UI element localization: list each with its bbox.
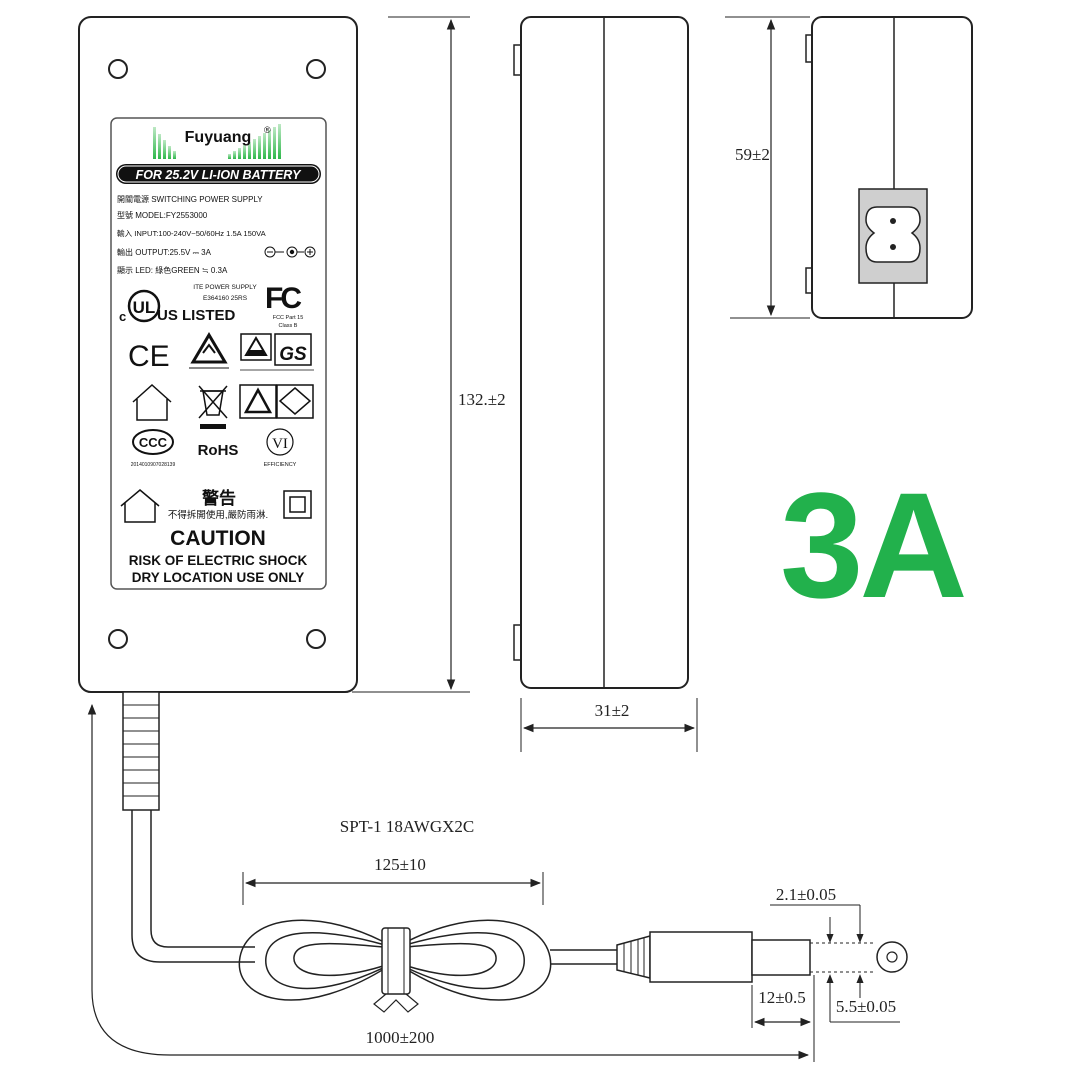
barrel-end-icon: [876, 941, 908, 973]
spec-line-type: 開關電源 SWITCHING POWER SUPPLY: [117, 195, 263, 204]
warning-house-icon: [120, 489, 160, 523]
spec-line-input: 輸入 INPUT:100-240V~50/60Hz 1.5A 150VA: [117, 228, 267, 238]
screw-hole-icon: [108, 59, 128, 79]
adapter-front-view: Fuyuang ® FOR 25.2V LI-ION BATTERY 開關電源 …: [78, 16, 358, 693]
coil-label: 125±10: [374, 855, 426, 874]
ccc-icon: [132, 429, 174, 455]
brand-mark: ®: [264, 125, 271, 135]
brand-name: Fuyuang: [185, 129, 252, 146]
safety-triangle-icon: [240, 333, 272, 361]
vi-mark: VI: [272, 436, 288, 452]
coil-dimension: 125±10: [242, 855, 544, 905]
adapter-end-view: [805, 16, 973, 319]
height-label: 59±2: [735, 145, 770, 164]
adapter-side-view: [513, 16, 689, 689]
ul-icon: [127, 289, 161, 323]
psc-diamond-icon: [276, 384, 314, 419]
spec-line-output: 輸出 OUTPUT:25.5V ⎓ 3A: [117, 247, 212, 257]
approval-triangle-icon: [239, 384, 277, 419]
dc-cable: [122, 691, 908, 1013]
cable-length-label: 1000±200: [366, 1028, 435, 1047]
fcc-mark: FC: [265, 282, 301, 315]
spec-line-model: 型號 MODEL:FY2553000: [117, 210, 208, 220]
screw-hole-icon: [108, 629, 128, 649]
product-label: Fuyuang ® FOR 25.2V LI-ION BATTERY 開關電源 …: [110, 117, 327, 590]
indoor-use-icon: [132, 383, 172, 421]
spec-line-led: 顯示 LED: 綠色GREEN ≒ 0.3A: [117, 265, 228, 275]
pin-dimension: 2.1±0.05: [770, 885, 864, 943]
caution-heading: CAUTION: [170, 527, 266, 550]
ac-inlet-icon: [858, 188, 928, 284]
double-insulation-icon: [283, 490, 312, 519]
plug-length-dimension: 12±0.5: [751, 985, 812, 1028]
rohs-mark: RoHS: [198, 442, 239, 459]
length-dimension: 132.±2: [352, 16, 506, 693]
height-dimension: 59±2: [725, 16, 810, 319]
fcc-part: FCC Part 15: [273, 315, 304, 321]
cable-type-label: SPT-1 18AWGX2C: [340, 817, 475, 836]
gs-mark: GS: [279, 344, 307, 365]
warning-title: 警告: [201, 488, 236, 508]
ul-c-mark: c: [119, 309, 126, 324]
plug-length-label: 12±0.5: [758, 988, 806, 1007]
efficiency-icon: [266, 428, 294, 456]
ul-listed: US LISTED: [157, 307, 236, 324]
cable-length-dimension: 1000±200: [87, 703, 815, 1062]
screw-hole-icon: [306, 629, 326, 649]
ite-line-1: ITE POWER SUPPLY: [193, 284, 257, 291]
length-label: 132.±2: [458, 390, 506, 409]
weee-bin-icon: [198, 385, 228, 429]
current-rating-badge: 3A: [780, 461, 968, 629]
fcc-class: Class B: [279, 323, 298, 329]
dry-location-text: DRY LOCATION USE ONLY: [132, 570, 305, 585]
plug-od-label: 5.5±0.05: [836, 997, 896, 1016]
warning-text: 不得拆開使用,嚴防雨淋.: [168, 509, 268, 521]
rcm-icon: [189, 332, 229, 369]
ite-line-2: E364160 25RS: [203, 295, 248, 302]
polarity-icon: [264, 246, 316, 258]
brand-bars-icon: [153, 124, 281, 159]
thickness-dimension: 31±2: [520, 698, 698, 752]
pin-id-label: 2.1±0.05: [776, 885, 836, 904]
screw-hole-icon: [306, 59, 326, 79]
plug-od-dimension: 5.5±0.05: [826, 974, 900, 1023]
risk-text: RISK OF ELECTRIC SHOCK: [129, 553, 308, 568]
efficiency-text: EFFICIENCY: [264, 462, 297, 468]
battery-banner: FOR 25.2V LI-ION BATTERY: [136, 168, 303, 182]
thickness-label: 31±2: [595, 701, 630, 720]
ul-mark: UL: [133, 298, 156, 317]
ccc-mark: CCC: [139, 435, 168, 450]
ce-mark: CE: [128, 340, 170, 373]
ccc-code: 2014010907028139: [131, 462, 176, 468]
gs-icon: [274, 333, 312, 366]
